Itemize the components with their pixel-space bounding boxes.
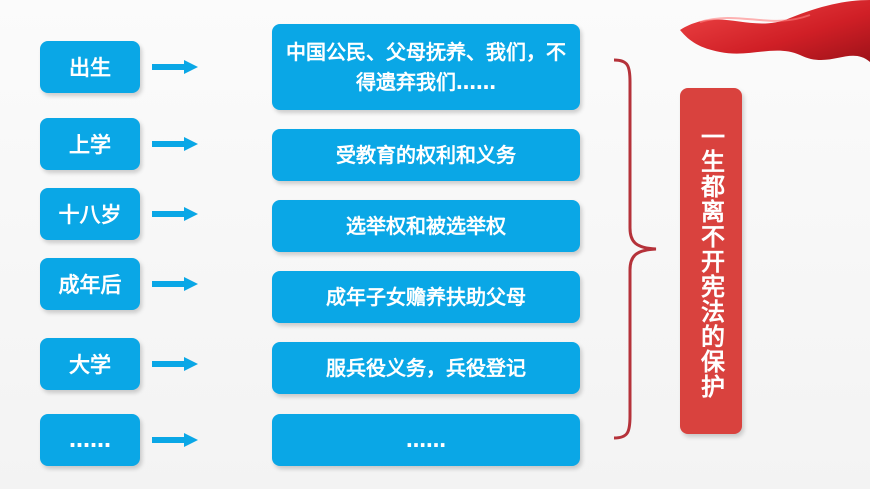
arrow-right-icon — [152, 60, 198, 74]
right-box: 服兵役义务，兵役登记 — [272, 342, 580, 394]
stage-box: 上学 — [40, 118, 140, 170]
right-box-text: 成年子女赡养扶助父母 — [326, 285, 526, 309]
stage-box: …… — [40, 414, 140, 466]
right-box: 中国公民、父母抚养、我们，不得遗弃我们…… — [272, 24, 580, 110]
right-box-text: …… — [406, 428, 446, 452]
stage-box: 十八岁 — [40, 188, 140, 240]
right-box: 选举权和被选举权 — [272, 200, 580, 252]
arrow-right-icon — [152, 277, 198, 291]
stage-label: 上学 — [69, 133, 111, 157]
summary-text: 一生都离不开宪法的保护 — [696, 123, 725, 399]
right-box: 受教育的权利和义务 — [272, 129, 580, 181]
right-box: …… — [272, 414, 580, 466]
stage-label: 大学 — [69, 353, 111, 377]
arrow-right-icon — [152, 207, 198, 221]
stage-label: 十八岁 — [58, 203, 122, 227]
stage-box: 出生 — [40, 41, 140, 93]
right-box-text: 受教育的权利和义务 — [336, 143, 516, 167]
right-box-text: 中国公民、父母抚养、我们，不得遗弃我们…… — [286, 40, 566, 94]
right-box-text: 选举权和被选举权 — [346, 214, 506, 238]
stage-box: 大学 — [40, 338, 140, 390]
arrow-right-icon — [152, 433, 198, 447]
stage-box: 成年后 — [40, 258, 140, 310]
arrow-right-icon — [152, 357, 198, 371]
right-box-text: 服兵役义务，兵役登记 — [326, 356, 526, 380]
right-brace-icon — [613, 58, 657, 440]
ribbon-decoration — [680, 0, 870, 62]
stage-label: 出生 — [69, 56, 111, 80]
arrow-right-icon — [152, 137, 198, 151]
summary-box: 一生都离不开宪法的保护 — [680, 88, 742, 434]
right-box: 成年子女赡养扶助父母 — [272, 271, 580, 323]
stage-label: …… — [69, 428, 111, 452]
stage-label: 成年后 — [58, 273, 122, 297]
